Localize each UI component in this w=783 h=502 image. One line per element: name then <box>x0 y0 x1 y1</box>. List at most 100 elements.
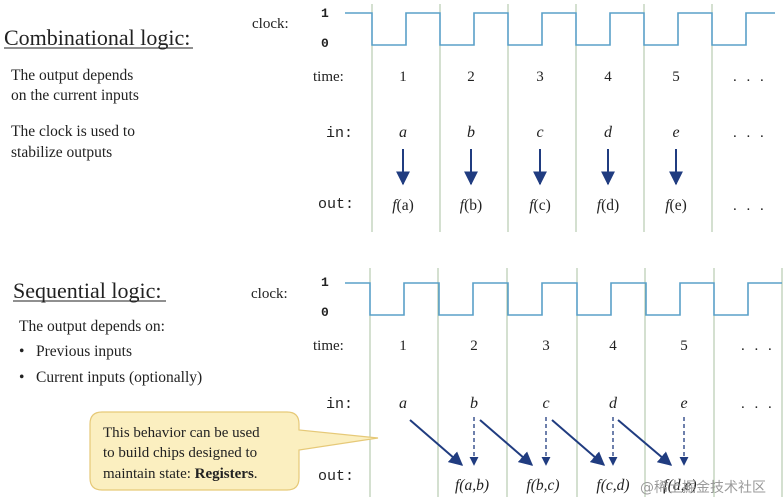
seq-time-4: 4 <box>609 338 617 354</box>
sequential-clock-low: 0 <box>321 305 329 320</box>
comb-output-func: f <box>597 197 604 214</box>
comb-input-c: c <box>536 124 543 141</box>
combinational-in-label: in: <box>326 125 353 142</box>
seq-time-3: 3 <box>542 338 550 354</box>
sequential-bullet-2: Current inputs (optionally) <box>36 369 202 386</box>
seq-time-2: 2 <box>470 338 478 354</box>
combinational-out-label: out: <box>318 196 354 213</box>
combinational-clock-waveform <box>345 12 775 46</box>
comb-input-e: e <box>672 124 679 141</box>
comb-output-func: f <box>392 197 399 214</box>
sequential-clock-waveform <box>345 282 782 316</box>
seq-input-e: e <box>680 395 687 412</box>
seq-time-5: 5 <box>680 338 688 354</box>
comb-output-args: (b) <box>464 197 482 214</box>
callout-line-3: maintain state: Registers. <box>103 466 258 482</box>
comb-output-args: (e) <box>670 197 687 214</box>
sequential-bullet-2-dot: • <box>19 369 24 386</box>
sequential-time-label: time: <box>313 338 344 354</box>
sequential-bullet-1-dot: • <box>19 343 24 360</box>
combinational-desc1-line1: The output depends <box>11 67 133 84</box>
seq-diagonal-arrow-2 <box>479 419 534 466</box>
comb-output-5: f(e) <box>665 197 687 214</box>
combinational-desc1-line2: on the current inputs <box>11 87 139 104</box>
comb-output-4: f(d) <box>597 197 619 214</box>
sequential-in-label: in: <box>326 396 353 413</box>
combinational-output-row: f(a)f(b)f(c)f(d)f(e) <box>392 197 687 214</box>
seq-diagonal-arrow-3 <box>551 419 606 466</box>
comb-output-func: f <box>665 197 672 214</box>
sequential-bullet-1: Previous inputs <box>36 343 132 360</box>
seq-input-d: d <box>609 395 618 412</box>
combinational-time-label: time: <box>313 69 344 85</box>
seq-output-args: (d,e) <box>668 477 697 494</box>
sequential-section: Sequential logic: The output depends on:… <box>13 268 783 497</box>
sequential-desc: The output depends on: <box>19 318 165 335</box>
sequential-clock-label: clock: <box>251 286 288 302</box>
sequential-out-label: out: <box>318 468 354 485</box>
seq-output-2: f(b,c) <box>526 477 559 494</box>
callout-bubble <box>89 411 379 491</box>
seq-output-args: (b,c) <box>531 477 560 494</box>
sequential-gridlines <box>369 268 783 497</box>
seq-diagonal-arrow-1 <box>409 419 464 466</box>
seq-output-args: (c,d) <box>601 477 630 494</box>
seq-input-c: c <box>542 395 549 412</box>
callout-line-3-prefix: maintain state: <box>103 466 195 482</box>
sequential-input-row: a b c d e <box>399 395 688 412</box>
comb-output-args: (d) <box>601 197 619 214</box>
comb-output-2: f(b) <box>460 197 482 214</box>
combinational-input-row: a b c d e <box>399 124 680 141</box>
sequential-arrows <box>409 417 689 466</box>
combinational-desc2-line1: The clock is used to <box>11 123 135 140</box>
comb-input-a: a <box>399 124 407 141</box>
comb-output-1: f(a) <box>392 197 414 214</box>
registers-callout: This behavior can be used to build chips… <box>89 411 379 491</box>
comb-output-func: f <box>460 197 467 214</box>
seq-input-a: a <box>399 395 407 412</box>
combinational-desc2-line2: stabilize outputs <box>11 144 112 161</box>
combinational-clock-low: 0 <box>321 36 329 51</box>
combinational-clock-label: clock: <box>252 16 289 32</box>
seq-time-1: 1 <box>399 338 407 354</box>
seq-output-args: (a,b) <box>459 477 489 494</box>
combinational-in-ellipsis: . . . <box>733 125 767 141</box>
sequential-output-row: f(a,b)f(b,c)f(c,d)f(d,e) <box>455 477 697 494</box>
combinational-arrows <box>396 149 683 186</box>
seq-output-func: f <box>526 477 533 494</box>
comb-output-args: (a) <box>397 197 414 214</box>
comb-time-5: 5 <box>672 69 680 85</box>
sequential-in-ellipsis: . . . <box>741 396 775 412</box>
combinational-section: Combinational logic: The output depends … <box>4 4 775 232</box>
comb-input-b: b <box>467 124 475 141</box>
callout-registers: Registers <box>195 466 254 482</box>
callout-line-2: to build chips designed to <box>103 445 257 461</box>
seq-output-func: f <box>596 477 603 494</box>
comb-time-2: 2 <box>467 69 475 85</box>
comb-output-args: (c) <box>534 197 551 214</box>
seq-output-1: f(a,b) <box>455 477 489 494</box>
seq-output-3: f(c,d) <box>596 477 629 494</box>
sequential-time-ellipsis: . . . <box>741 338 775 354</box>
seq-input-b: b <box>470 395 478 412</box>
comb-time-4: 4 <box>604 69 612 85</box>
combinational-clock-high: 1 <box>321 6 329 21</box>
combinational-out-ellipsis: . . . <box>733 198 767 214</box>
sequential-title: Sequential logic: <box>13 278 161 303</box>
sequential-time-row: 1 2 3 4 5 <box>399 338 688 354</box>
sequential-clock-high: 1 <box>321 275 329 290</box>
comb-input-d: d <box>604 124 613 141</box>
callout-line-3-suffix: . <box>254 466 258 482</box>
seq-output-4: f(d,e) <box>663 477 696 494</box>
callout-line-1: This behavior can be used <box>103 425 260 441</box>
combinational-title: Combinational logic: <box>4 25 190 50</box>
combinational-time-ellipsis: . . . <box>733 69 767 85</box>
comb-time-3: 3 <box>536 69 544 85</box>
comb-output-func: f <box>529 197 536 214</box>
watermark-text: @稀土掘金技术社区 <box>640 480 766 496</box>
seq-output-func: f <box>455 477 462 494</box>
seq-output-func: f <box>663 477 670 494</box>
seq-diagonal-arrow-4 <box>617 419 673 466</box>
